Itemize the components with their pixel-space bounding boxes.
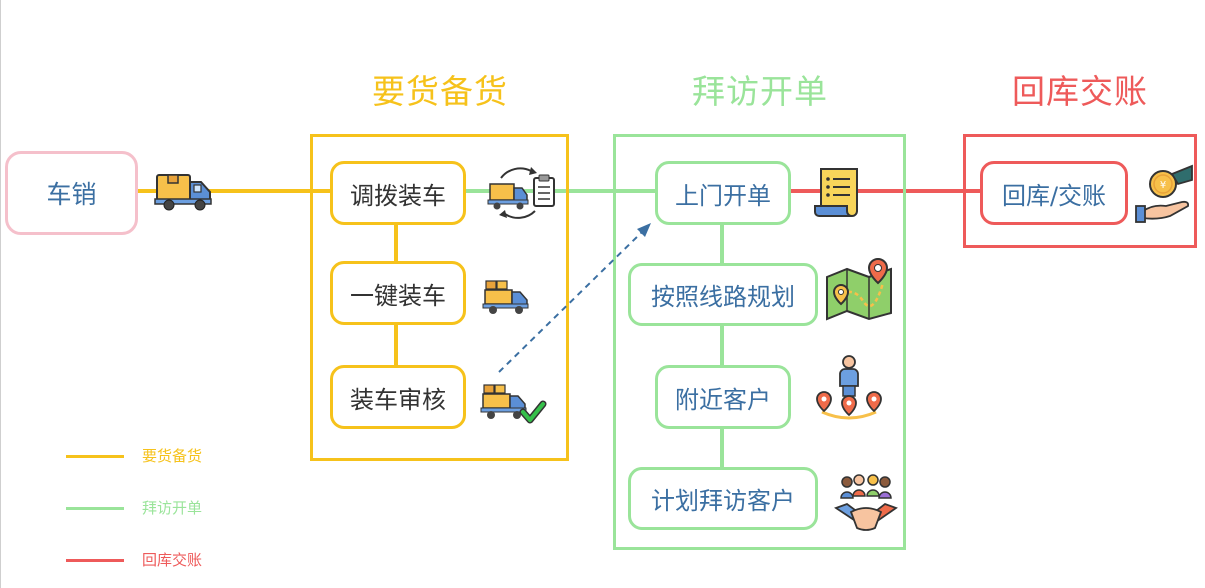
legend-line-visit xyxy=(66,507,124,510)
handshake-people-icon xyxy=(834,474,898,534)
node-start-car-sales[interactable]: 车销 xyxy=(5,151,138,235)
svg-text:¥: ¥ xyxy=(1160,180,1166,191)
legend-label-stock: 要货备货 xyxy=(142,447,203,465)
route-map-pins-icon xyxy=(825,257,895,321)
legend-label-visit: 拜访开单 xyxy=(142,499,203,517)
visit-stage-group xyxy=(613,134,906,550)
connector-start-to-transfer xyxy=(135,189,330,193)
connector-transfer-to-door xyxy=(465,189,657,193)
stage-title-visit: 拜访开单 xyxy=(692,72,828,111)
review-to-order-dashed-arrow xyxy=(498,231,643,373)
node-door-order[interactable]: 上门开单 xyxy=(655,161,791,225)
node-one-key-load[interactable]: 一键装车 xyxy=(330,261,466,325)
hand-coin-money-icon: ¥ xyxy=(1135,164,1194,223)
connector-visit-vertical xyxy=(720,220,724,474)
delivery-truck-icon xyxy=(154,172,213,212)
truck-approved-check-icon xyxy=(480,382,547,426)
node-planned-visit[interactable]: 计划拜访客户 xyxy=(628,467,818,530)
stock-stage-group xyxy=(310,134,569,461)
truck-transfer-clipboard-icon xyxy=(487,165,557,220)
node-nearby-customers[interactable]: 附近客户 xyxy=(655,365,791,429)
settle-stage-group xyxy=(963,134,1197,248)
dashed-arrow-head xyxy=(637,223,651,237)
node-return-settle[interactable]: 回库/交账 xyxy=(980,161,1128,225)
receipt-document-icon xyxy=(813,166,863,218)
legend-line-settle xyxy=(66,559,124,562)
node-transfer-load[interactable]: 调拨装车 xyxy=(330,161,466,225)
legend-line-stock xyxy=(66,455,124,458)
person-location-pins-icon xyxy=(814,354,884,420)
connector-door-to-settle xyxy=(790,189,982,193)
node-route-plan[interactable]: 按照线路规划 xyxy=(628,263,818,326)
node-load-review[interactable]: 装车审核 xyxy=(330,365,466,429)
loaded-truck-icon xyxy=(482,278,529,316)
stage-title-stock: 要货备货 xyxy=(372,72,508,111)
legend-label-settle: 回库交账 xyxy=(142,551,203,569)
left-border-line xyxy=(0,0,1,588)
stage-title-settle: 回库交账 xyxy=(1012,72,1148,111)
